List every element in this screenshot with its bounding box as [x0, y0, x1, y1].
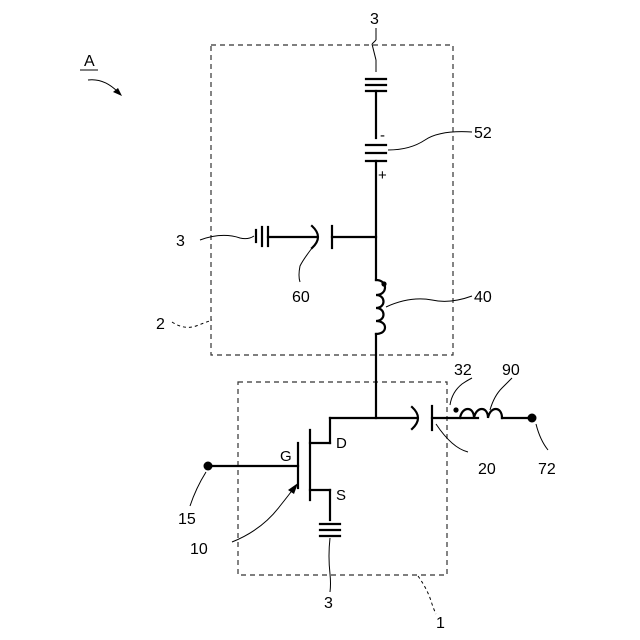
label-terminal-15: 15 [178, 511, 196, 528]
leader-60 [299, 243, 316, 282]
leader-10-arrowhead [288, 483, 298, 494]
label-node-20: 20 [478, 461, 496, 478]
label-inductor: 40 [474, 289, 492, 306]
figure-label-group: A [80, 53, 122, 96]
leader-90 [490, 378, 512, 410]
label-transistor-10: 10 [190, 541, 208, 558]
label-box-2: 2 [156, 316, 165, 333]
leader-box-1 [418, 576, 436, 614]
battery-minus-sign: - [380, 127, 385, 144]
label-capacitor: 60 [292, 289, 310, 306]
inductor-40 [376, 280, 387, 418]
transistor-10 [204, 418, 331, 520]
battery-plus-sign: + [378, 167, 387, 184]
label-terminal-72: 72 [538, 461, 556, 478]
pin-drain: D [336, 435, 347, 452]
leader-72 [536, 424, 548, 450]
label-inductor-90: 90 [502, 362, 520, 379]
leader-32 [450, 378, 472, 405]
pin-gate: G [280, 448, 292, 465]
battery-52 [366, 145, 386, 235]
leader-20 [436, 424, 468, 452]
leader-52 [388, 132, 472, 150]
leader-15 [190, 472, 206, 506]
label-battery: 52 [474, 125, 492, 142]
ground-bottom [320, 524, 340, 592]
output-branch [330, 406, 537, 430]
dashed-box-2 [211, 45, 453, 355]
leader-box-2 [172, 320, 212, 327]
leader-40 [386, 296, 472, 307]
figure-label: A [84, 53, 95, 70]
figure-label-arrow [88, 80, 118, 92]
label-ground-top: 3 [370, 11, 379, 28]
pin-source: S [336, 487, 346, 504]
terminal-15-dot [204, 462, 213, 471]
leader-ground-left [200, 235, 254, 240]
left-ground-branch [256, 226, 376, 248]
leader-ground-bottom [329, 538, 331, 592]
terminal-72-dot [528, 414, 537, 423]
label-capacitor-32: 32 [454, 362, 472, 379]
label-ground-left: 3 [176, 233, 185, 250]
label-ground-bottom: 3 [324, 595, 333, 612]
label-box-1: 1 [436, 615, 445, 632]
leader-10 [232, 488, 294, 542]
